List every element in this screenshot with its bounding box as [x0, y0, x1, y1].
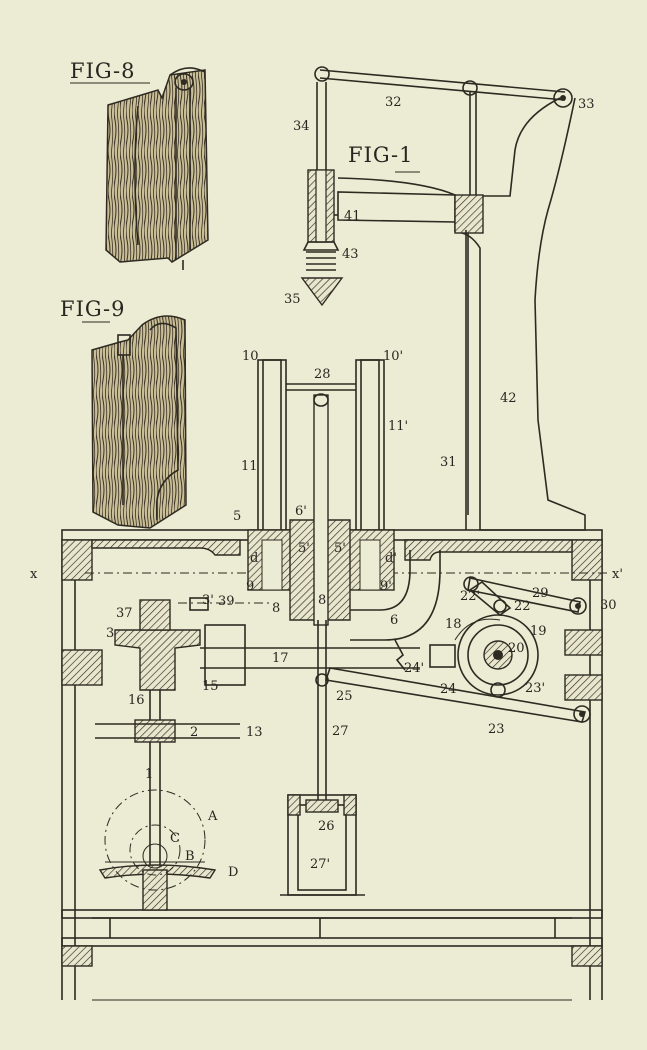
label-11p: 11'	[388, 419, 408, 434]
label-32: 32	[385, 95, 402, 110]
label-20: 20	[508, 641, 525, 656]
label-D: D	[228, 865, 238, 880]
fig-1-title: FIG-1	[348, 143, 414, 167]
reference-labels: 32 33 34 41 43 35 42 31 10 10' 28 11 11'…	[30, 95, 623, 880]
label-10p: 10'	[383, 349, 403, 364]
plunger-assembly	[300, 82, 344, 307]
label-17: 17	[272, 651, 289, 666]
label-27: 27	[332, 724, 349, 739]
center-rod-and-pump	[280, 620, 365, 896]
label-3p: 3'	[202, 593, 214, 608]
label-39: 39	[218, 594, 235, 609]
label-37: 37	[116, 606, 133, 621]
label-10: 10	[242, 349, 259, 364]
left-shaft-assembly	[95, 597, 420, 911]
label-8b: 8	[318, 593, 326, 608]
label-23: 23	[488, 722, 505, 737]
label-11: 11	[241, 459, 258, 474]
label-22: 22	[514, 599, 531, 614]
fig-8-title: FIG-8	[70, 59, 136, 83]
label-9p: 9'	[380, 579, 392, 594]
label-5: 5	[233, 509, 241, 524]
label-dp: d'	[385, 551, 397, 566]
label-23p: 23'	[525, 681, 545, 696]
label-9: 9	[246, 579, 254, 594]
label-A: A	[207, 809, 218, 824]
label-34: 34	[293, 119, 310, 134]
fig-9-wood-section: FIG-9	[60, 297, 187, 529]
central-mold-assembly	[247, 359, 441, 641]
label-26: 26	[318, 819, 335, 834]
label-33: 33	[578, 97, 595, 112]
label-30: 30	[600, 598, 617, 613]
label-5p-right: 5'	[334, 541, 346, 556]
label-16: 16	[128, 693, 145, 708]
label-6: 6	[390, 613, 398, 628]
label-31: 31	[440, 455, 457, 470]
label-13: 13	[246, 725, 263, 740]
label-42: 42	[500, 391, 517, 406]
lever-32	[314, 66, 573, 108]
label-18: 18	[445, 617, 462, 632]
label-24: 24	[440, 682, 457, 697]
cam-mechanism	[324, 576, 591, 723]
label-B: B	[185, 849, 195, 864]
label-15: 15	[202, 679, 219, 694]
label-8: 8	[272, 601, 280, 616]
fig-9-title: FIG-9	[60, 297, 126, 321]
upper-frame-column	[325, 92, 586, 531]
label-27p: 27'	[310, 857, 330, 872]
label-C: C	[170, 831, 180, 846]
label-6p: 6'	[295, 504, 307, 519]
label-25: 25	[336, 689, 353, 704]
fig-8-wood-section: FIG-8	[70, 59, 209, 270]
label-41: 41	[344, 209, 361, 224]
label-x: x	[30, 567, 38, 582]
label-28: 28	[314, 367, 331, 382]
label-19: 19	[530, 624, 547, 639]
label-1: 1	[145, 767, 153, 782]
label-3: 3	[106, 626, 114, 641]
label-xp: x'	[612, 567, 623, 582]
label-29: 29	[532, 586, 549, 601]
label-d: d	[250, 551, 258, 566]
label-43: 43	[342, 247, 359, 262]
label-24p: 24'	[404, 661, 424, 676]
label-5p-left: 5'	[298, 541, 310, 556]
label-35: 35	[284, 292, 301, 307]
label-22p: 22'	[460, 589, 480, 604]
label-2: 2	[190, 725, 198, 740]
